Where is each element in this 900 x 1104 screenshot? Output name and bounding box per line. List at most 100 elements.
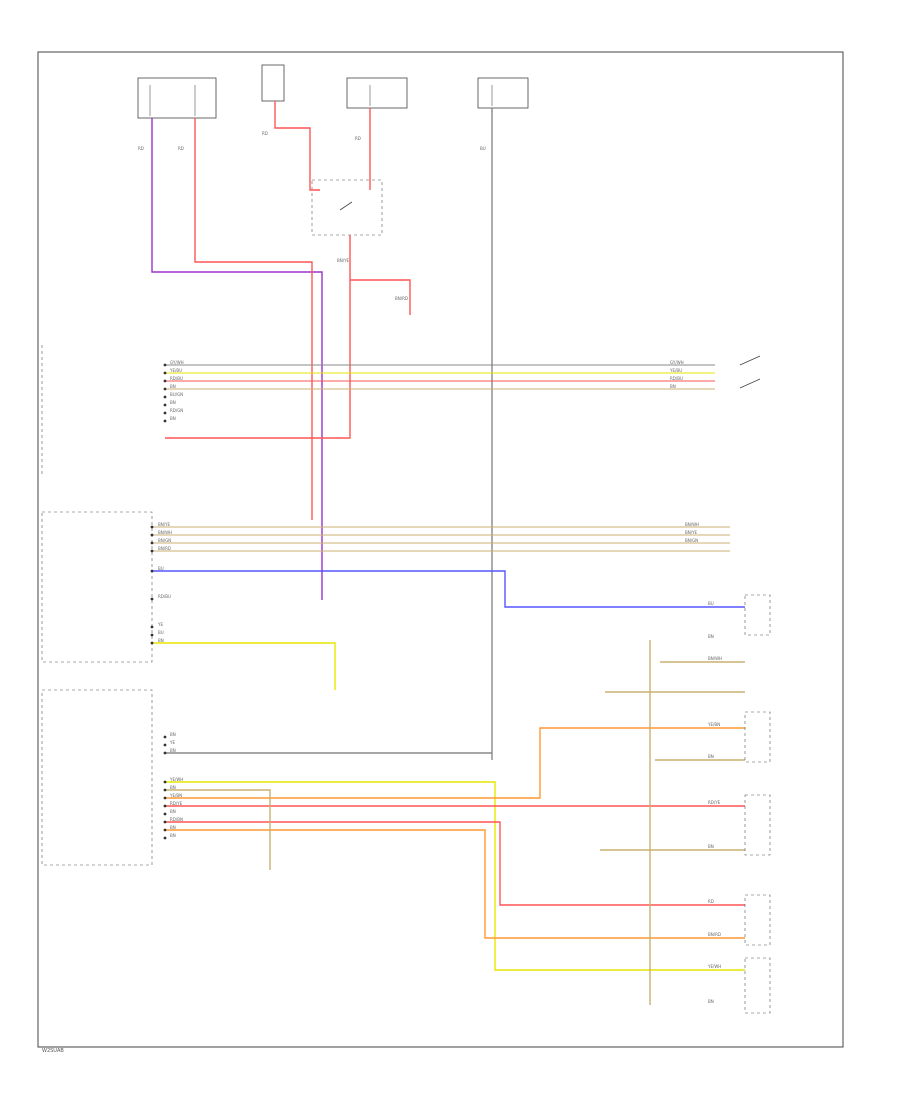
wire-red-batt (165, 280, 351, 439)
wire-purple-feed (151, 118, 323, 600)
code-a-3: BN (170, 384, 176, 389)
right-code-b-0: BN/WH (685, 522, 699, 527)
code-d-1: YE (169, 740, 175, 745)
pin-e-1 (163, 788, 167, 792)
code-e-7: BN (170, 833, 176, 838)
right-switch-box-3 (744, 894, 771, 946)
pin-e-0 (163, 780, 167, 784)
code-b-4: BU (158, 566, 164, 571)
top-code-2: RD (262, 131, 268, 136)
code-e-3: RD/YE (170, 801, 183, 806)
emergency-switch (311, 179, 383, 236)
pin-e-3 (163, 804, 167, 808)
pin-c-2 (150, 641, 154, 645)
code-a-1: YE/BU (169, 368, 182, 373)
top-code-4: BN/YE (337, 258, 350, 263)
right-switch-code-4: BN (708, 754, 714, 759)
wire-red-feed-a (194, 118, 313, 520)
pin-a-3 (163, 387, 167, 391)
wire-red-trunk-sensor (165, 821, 745, 906)
code-e-6: BN (170, 825, 176, 830)
wire-yellow-sensor (152, 642, 336, 690)
pin-e-5 (163, 820, 167, 824)
right-switch-box-4 (744, 957, 771, 1014)
right-switch-code-1: BN (708, 634, 714, 639)
pin-c-0 (150, 625, 154, 629)
code-a-5: BN (170, 400, 176, 405)
wire-orange-hatch (165, 829, 745, 939)
top-code-3: RD (355, 136, 361, 141)
wires-layer (151, 101, 771, 1014)
pin-e-6 (163, 828, 167, 832)
code-b-1: BN/WH (158, 530, 172, 535)
right-switch-code-3: YE/BN (707, 722, 720, 727)
pin-b-4 (150, 569, 154, 573)
pin-b-5 (150, 597, 154, 601)
right-code-b-1: BN/YE (685, 530, 698, 535)
wire-red-relay (274, 101, 320, 191)
diagram-frame (37, 51, 844, 1048)
code-e-5: RD/BN (170, 817, 183, 822)
right-switch-code-6: BN (708, 844, 714, 849)
wire-yellow-latch (165, 781, 745, 971)
wire-blue-switch (152, 570, 745, 608)
pin-a-6 (163, 411, 167, 415)
right-switch-code-7: RD (708, 899, 714, 904)
pin-b-2 (150, 541, 154, 545)
right-code-a-3: BN (670, 384, 676, 389)
code-c-1: BU (158, 630, 164, 635)
code-a-7: BN (170, 416, 176, 421)
emergency-release-relay (261, 64, 285, 102)
right-switch-code-9: YE/WH (707, 964, 721, 969)
top-code-0: RD (138, 146, 144, 151)
code-a-2: RD/BU (170, 376, 183, 381)
pin-e-2 (163, 796, 167, 800)
fuse-block-top-left (137, 77, 217, 119)
pin-e-4 (163, 812, 167, 816)
pin-c-1 (150, 633, 154, 637)
pin-a-5 (163, 403, 167, 407)
pin-b-0 (150, 525, 154, 529)
code-e-0: YE/WH (169, 777, 183, 782)
code-d-2: BN (170, 748, 176, 753)
pin-e-7 (163, 836, 167, 840)
fuse-block-top-center (346, 77, 408, 109)
wire-orange-emergency (165, 727, 745, 799)
right-switch-box-2 (744, 794, 771, 856)
diagram-id: W2SUAB (42, 1048, 64, 1054)
module-box-middle (41, 511, 153, 663)
labels-layer: GY/WHYE/BURD/BUBNBU/GNBNRD/GNBNGY/WHYE/B… (138, 131, 722, 1004)
pin-d-1 (163, 743, 167, 747)
pin-a-1 (163, 371, 167, 375)
right-switch-code-2: BN/WH (708, 656, 722, 661)
top-code-5: BN/RD (395, 296, 408, 301)
module-box-lower (41, 689, 153, 866)
pin-b-3 (150, 549, 154, 553)
pin-a-0 (163, 363, 167, 367)
right-switch-box-0 (744, 594, 771, 636)
code-e-2: YE/BN (169, 793, 182, 798)
pin-a-4 (163, 395, 167, 399)
top-code-6: BU (480, 146, 486, 151)
right-switch-box-1 (744, 711, 771, 763)
right-switch-code-5: RD/YE (708, 800, 721, 805)
right-switch-code-0: BU (708, 601, 714, 606)
code-b-5: RD/BU (158, 594, 171, 599)
right-code-a-1: YE/BU (669, 368, 682, 373)
top-code-1: RD (178, 146, 184, 151)
pin-b-1 (150, 533, 154, 537)
pin-d-2 (163, 751, 167, 755)
code-a-6: RD/GN (170, 408, 183, 413)
code-d-0: BN (170, 732, 176, 737)
pin-d-0 (163, 735, 167, 739)
code-e-1: BN (170, 785, 176, 790)
code-e-4: BN (170, 809, 176, 814)
code-c-0: YE (157, 622, 163, 627)
right-code-b-2: BN/GN (685, 538, 698, 543)
right-code-a-2: RD/BU (670, 376, 683, 381)
switch-cluster-right-top (739, 355, 761, 389)
code-a-0: GY/WH (170, 360, 184, 365)
wire-red-ground-drop (349, 235, 411, 315)
